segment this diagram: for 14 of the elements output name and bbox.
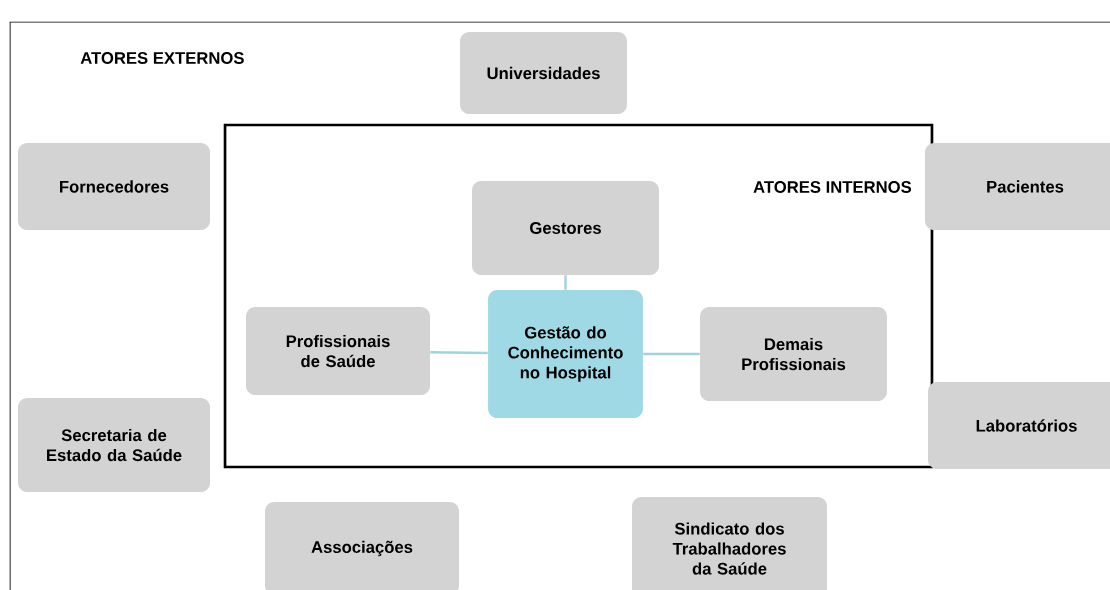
actor-box: Associações (265, 502, 459, 590)
actor-box: Sindicato dos Trabalhadores da Saúde (632, 497, 827, 590)
connector-line (430, 351, 488, 355)
actor-box: Universidades (460, 32, 627, 114)
actor-box: Secretaria de Estado da Saúde (18, 398, 210, 492)
center-box: Gestão do Conhecimento no Hospital (488, 290, 643, 418)
actor-box: Laboratórios (927, 382, 1110, 469)
actor-box: Profissionais de Saúde (246, 307, 430, 395)
actor-box: Fornecedores (18, 143, 210, 230)
actor-box: Demais Profissionais (700, 307, 887, 401)
connector-line (643, 352, 700, 356)
actor-box: Pacientes (925, 143, 1110, 230)
actor-box: Gestores (472, 181, 659, 275)
connector-line (564, 275, 567, 290)
